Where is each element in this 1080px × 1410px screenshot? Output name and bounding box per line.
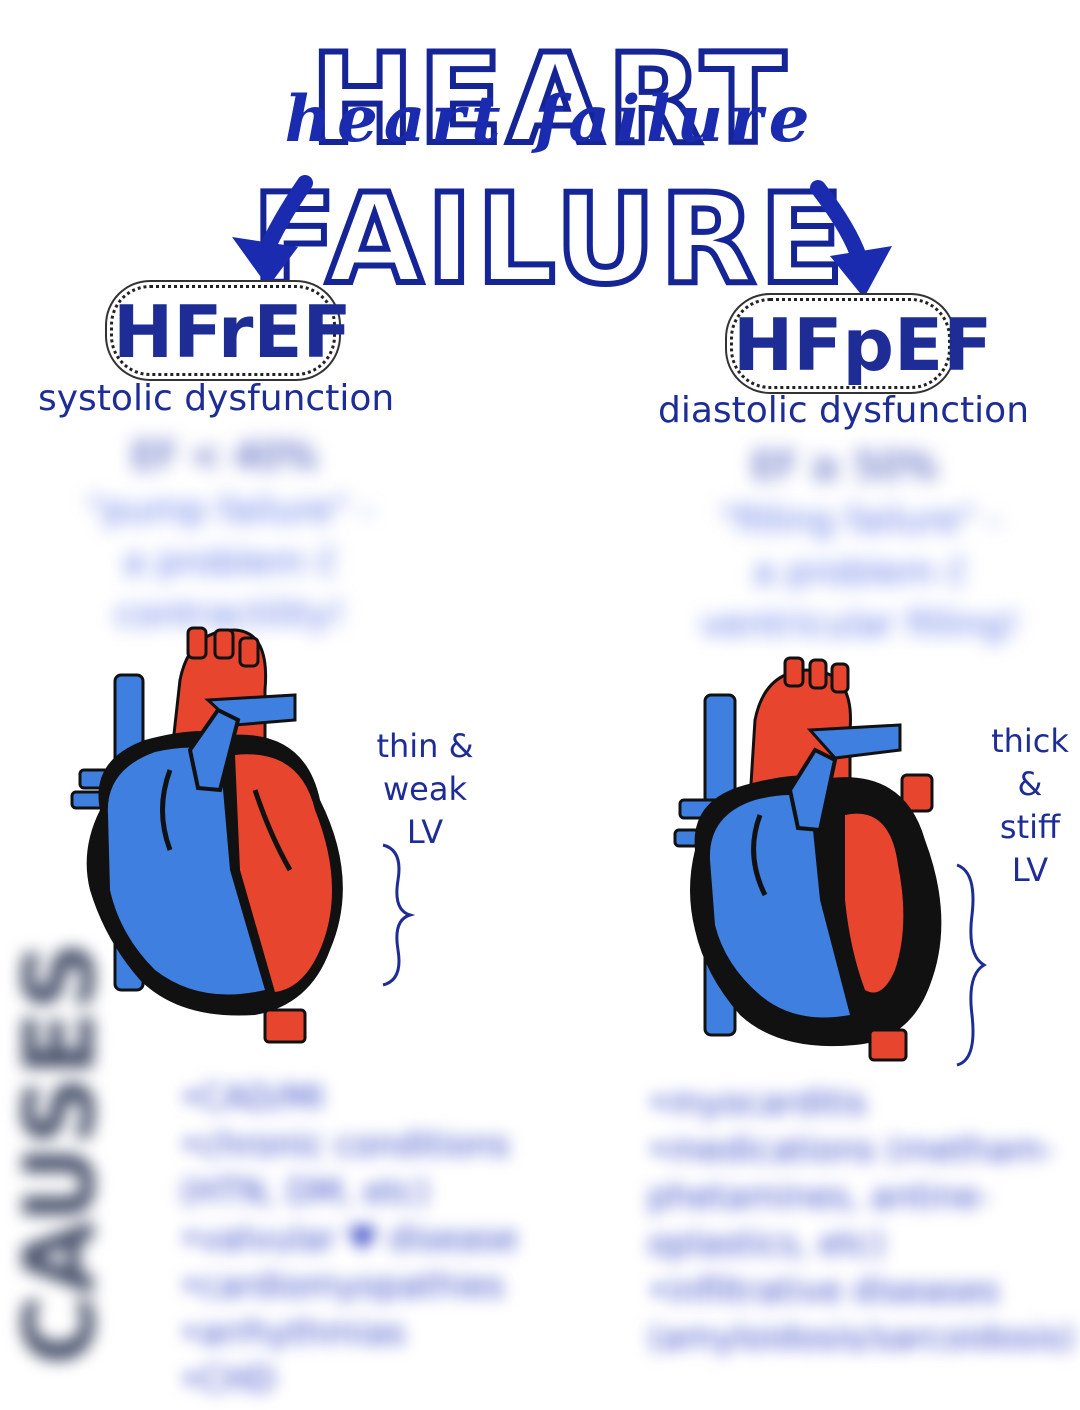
- hfpef-ef: EF ≥ 50%: [751, 444, 939, 488]
- hfref-description: "pump failure" - a problem c̄ contractil…: [70, 485, 390, 641]
- heart-illustration-thick: [673, 656, 942, 1062]
- hfref-annotation: thin & weak LV: [370, 725, 480, 854]
- cause-item: •CHD: [180, 1360, 276, 1400]
- cause-item: (amyloidosis/sarcoidosis): [648, 1318, 1075, 1358]
- cause-item: •cardiomyopathies: [180, 1266, 505, 1306]
- heart-illustration-thin: [70, 626, 343, 1044]
- cause-item: •CAD/MI: [180, 1078, 325, 1118]
- hfref-description-line: contractility!: [115, 594, 345, 635]
- hfpef-subhead: diastolic dysfunction: [658, 390, 1030, 431]
- hfref-label: HFrEF: [110, 285, 352, 376]
- cause-item: phetamines, antine-: [648, 1177, 991, 1217]
- cause-item: •arrhythmias: [180, 1313, 406, 1353]
- hfref-description-line: a problem c̄: [123, 542, 337, 583]
- hfref-annotation-line: weak: [383, 770, 467, 808]
- arrow-down-right-icon: [810, 180, 892, 298]
- hfpef-annotation-line: stiff: [999, 808, 1061, 846]
- hfref-subhead: systolic dysfunction: [38, 378, 395, 419]
- cause-item: •medications (metham-: [648, 1130, 1055, 1170]
- causes-list-right: •myocarditis •medications (metham- pheta…: [648, 1080, 1075, 1362]
- cause-item: (HTN, DM, etc): [180, 1172, 430, 1212]
- causes-list-left: •CAD/MI •chronic conditions (HTN, DM, et…: [180, 1075, 560, 1404]
- hfref-annotation-line: LV: [406, 813, 444, 851]
- hfpef-description: "filling failure" - a problem c̄ ventric…: [690, 495, 1030, 651]
- hfpef-description-line: "filling failure" -: [719, 500, 1001, 541]
- cause-item: •myocarditis: [648, 1083, 867, 1123]
- cause-item: •chronic conditions: [180, 1125, 510, 1165]
- hfpef-label: HFpEF: [730, 298, 992, 389]
- hfref-annotation-line: thin &: [376, 727, 474, 765]
- cause-item: •valvular ♥ disease: [180, 1219, 518, 1259]
- page-title: HEART FAILURE heart failure: [40, 20, 1060, 313]
- hfpef-annotation-line: &: [1017, 765, 1043, 803]
- brace-left-icon: [382, 843, 416, 987]
- title-outline-text: HEART FAILURE: [249, 27, 849, 313]
- cause-item: •infiltrative diseases: [648, 1271, 1000, 1311]
- hfpef-annotation-line: thick: [991, 722, 1069, 760]
- hfpef-annotation-line: LV: [1011, 851, 1049, 889]
- hfpef-description-line: a problem c̄: [753, 552, 967, 593]
- causes-title: CAUSES: [4, 941, 116, 1365]
- title-script-text: heart failure: [284, 82, 816, 157]
- brace-right-icon: [956, 863, 987, 1067]
- arrow-down-left-icon: [232, 175, 313, 287]
- hfref-ef: EF < 40%: [131, 434, 319, 478]
- hfpef-annotation: thick & stiff LV: [980, 720, 1080, 892]
- hfpef-description-line: ventricular filling!: [700, 604, 1020, 645]
- hfref-description-line: "pump failure" -: [86, 490, 374, 531]
- cause-item: oplastics, etc): [648, 1224, 886, 1264]
